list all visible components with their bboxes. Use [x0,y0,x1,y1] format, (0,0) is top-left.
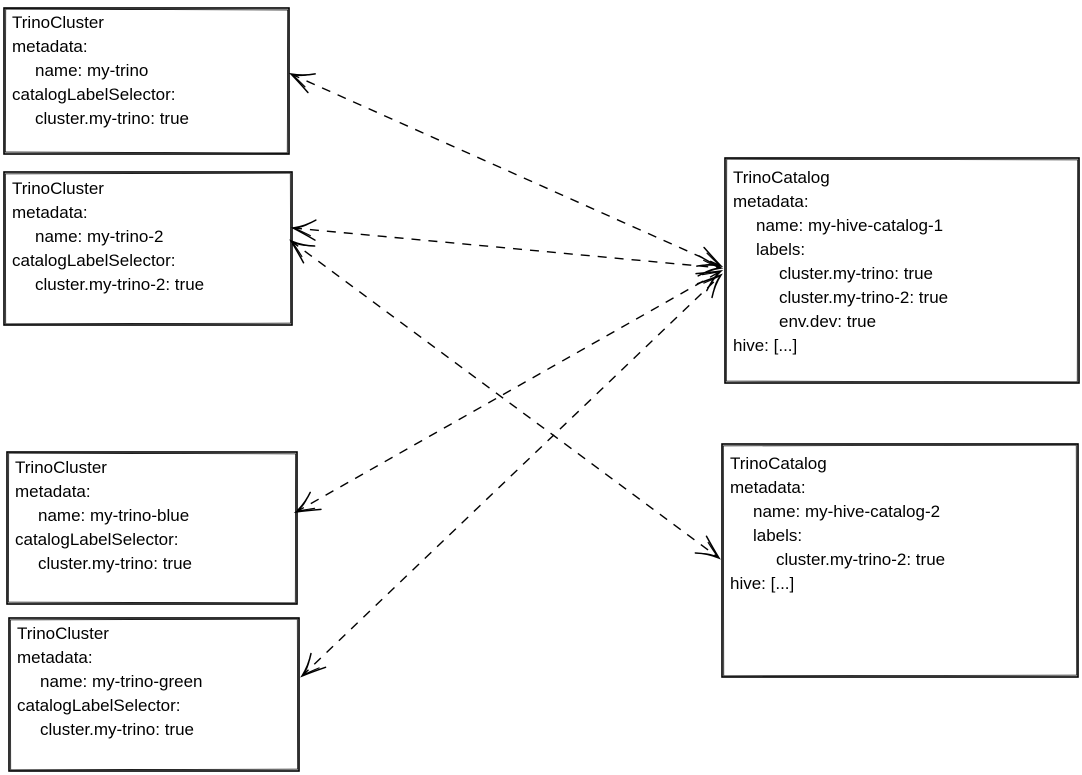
trinocluster-my-trino-2-node: TrinoCluster metadata: name: my-trino-2 … [3,173,292,301]
cluster-my-trino-outline [3,7,290,155]
yaml-line: name: my-trino-green [40,672,203,691]
yaml-line: name: my-trino [35,61,149,80]
trinocluster-my-trino-blue-node: TrinoCluster metadata: name: my-trino-bl… [6,452,297,580]
yaml-line: metadata: [17,648,93,667]
yaml-line: metadata: [15,482,91,501]
resource-kind: TrinoCatalog [733,168,830,187]
yaml-line: cluster.my-trino: true [40,720,194,739]
trinocluster-my-trino-node: TrinoCluster metadata: name: my-trino ca… [3,7,289,135]
yaml-line: name: my-hive-catalog-2 [753,502,941,521]
yaml-line: cluster.my-trino-2: true [779,288,949,307]
yaml-line: labels: [753,526,803,545]
edge-my-trino-2--my-hive-catalog-2 [289,239,721,560]
resource-kind: TrinoCluster [12,179,104,198]
resource-kind: TrinoCatalog [730,454,827,473]
trinocatalog-my-hive-catalog-1-node: TrinoCatalog metadata: name: my-hive-cat… [724,157,1079,362]
yaml-line: name: my-trino-blue [38,506,190,525]
yaml-line: name: my-trino-2 [35,227,164,246]
catalog-my-hive-catalog-1-outline [724,157,1080,384]
cluster-my-trino-2-outline [3,171,293,326]
yaml-line: cluster.my-trino: true [38,554,192,573]
yaml-line: metadata: [733,192,809,211]
yaml-line: metadata: [730,478,806,497]
yaml-line: catalogLabelSelector: [15,530,179,549]
yaml-line: hive: [...] [730,574,795,593]
yaml-line: metadata: [12,37,88,56]
yaml-line: labels: [756,240,806,259]
edges-group [288,72,724,678]
trinocluster-my-trino-green-node: TrinoCluster metadata: name: my-trino-gr… [8,618,299,746]
resource-kind: TrinoCluster [17,624,109,643]
resource-kind: TrinoCluster [12,13,104,32]
edge-my-trino-green--my-hive-catalog-1 [300,273,723,678]
yaml-line: catalogLabelSelector: [17,696,181,715]
yaml-line: hive: [...] [733,336,798,355]
yaml-line: env.dev: true [779,312,877,331]
resource-kind: TrinoCluster [15,458,107,477]
cluster-my-trino-blue-outline [6,451,298,605]
yaml-line: catalogLabelSelector: [12,251,176,270]
catalog-my-hive-catalog-2-outline [721,443,1079,678]
yaml-line: cluster.my-trino: true [35,109,189,128]
yaml-line: cluster.my-trino-2: true [776,550,946,569]
yaml-line: cluster.my-trino: true [779,264,933,283]
yaml-line: catalogLabelSelector: [12,85,176,104]
edge-my-trino-blue--my-hive-catalog-1 [293,269,724,514]
cluster-my-trino-green-outline [8,617,300,772]
edge-my-trino-2--my-hive-catalog-1 [290,219,724,277]
yaml-line: name: my-hive-catalog-1 [756,216,944,235]
yaml-line: metadata: [12,203,88,222]
trinocatalog-my-hive-catalog-2-node: TrinoCatalog metadata: name: my-hive-cat… [721,443,1078,600]
yaml-line: cluster.my-trino-2: true [35,275,205,294]
edge-my-trino--my-hive-catalog-1 [288,72,724,268]
